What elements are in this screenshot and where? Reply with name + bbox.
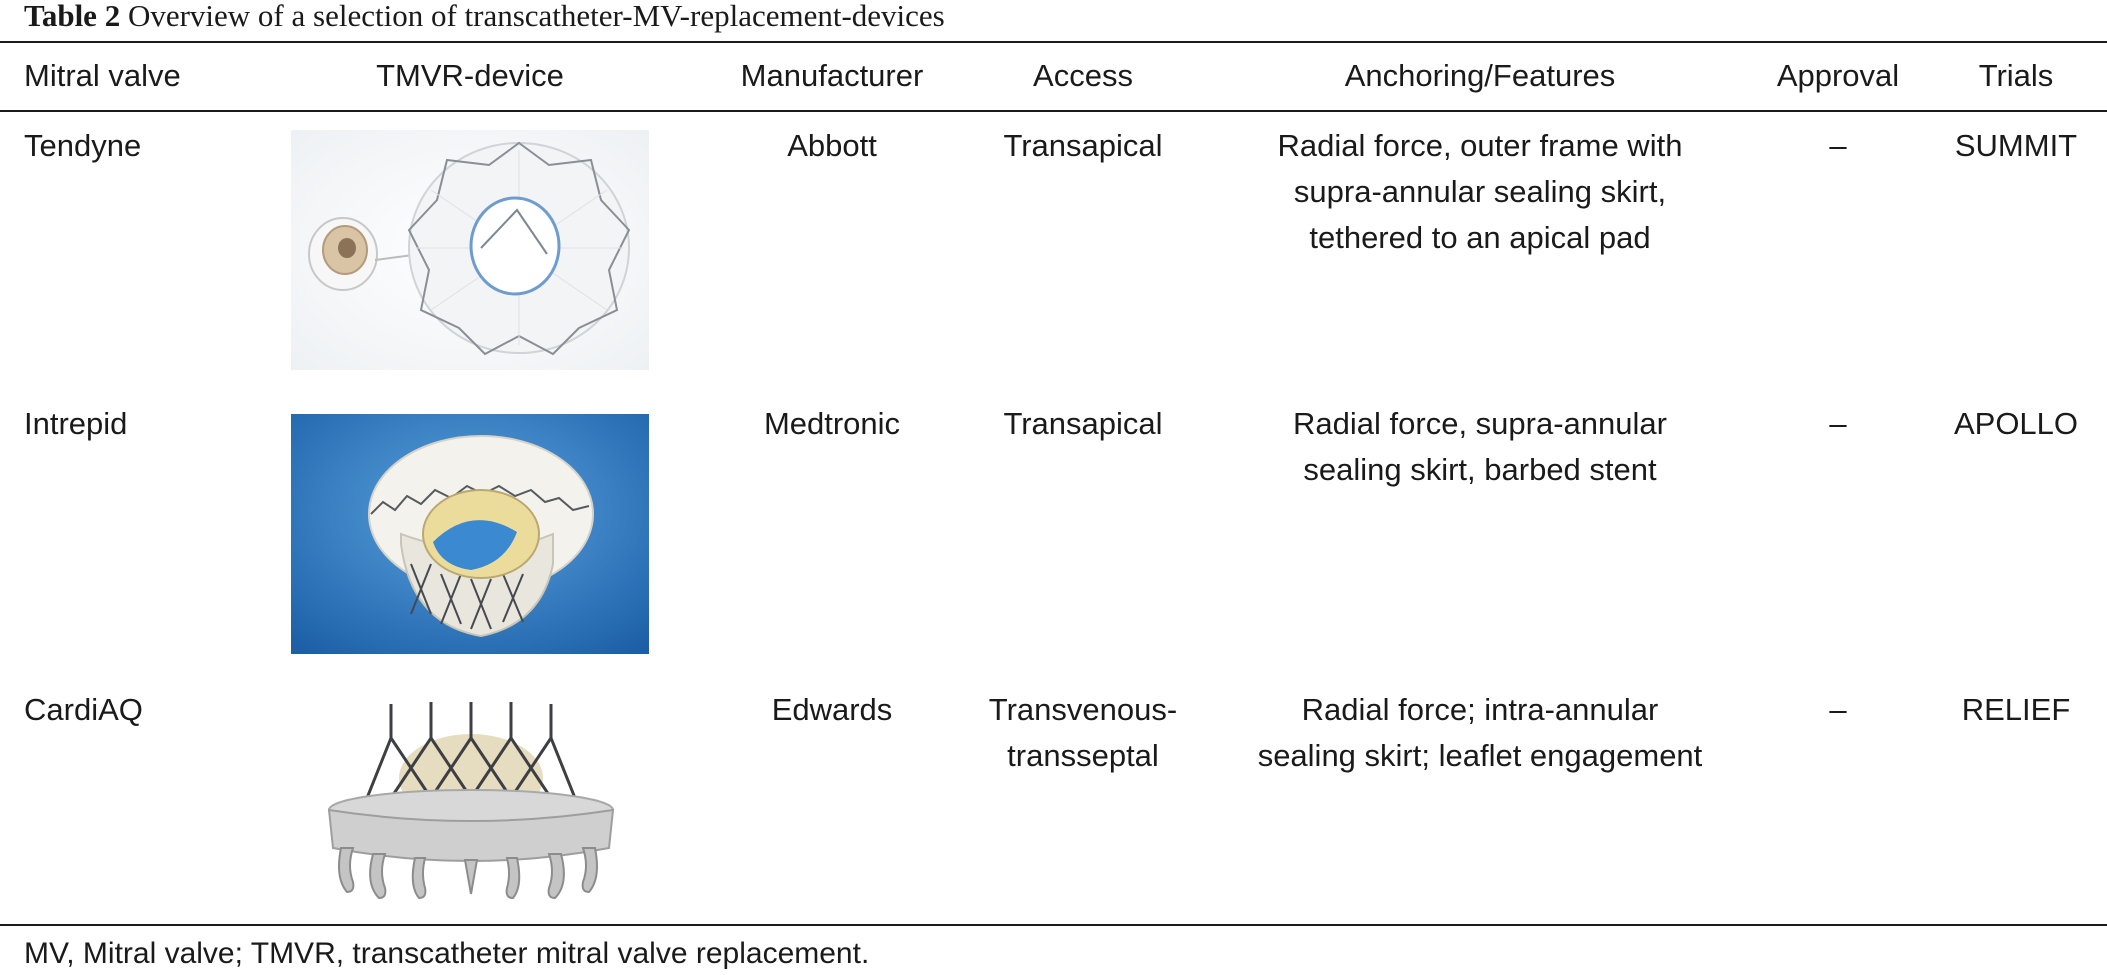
tendyne-valve-image [291, 130, 649, 370]
header-trials: Trials [1978, 58, 2054, 93]
header-access: Access [1033, 58, 1133, 93]
table-caption-text: Overview of a selection of transcatheter… [127, 0, 945, 33]
header-tmvr-device: TMVR-device [376, 58, 564, 93]
cell-trials: SUMMIT [1954, 128, 2078, 163]
intrepid-valve-image [291, 414, 649, 654]
header-mitral-valve: Mitral valve [24, 58, 181, 93]
table-caption-label: Table 2 [24, 0, 121, 33]
header-anchoring-features: Anchoring/Features [1344, 58, 1616, 93]
cell-approval: – [1829, 692, 1847, 727]
cell-access: Transapical [963, 401, 1203, 447]
cell-anchoring-line: tethered to an apical pad [1309, 220, 1651, 255]
cell-anchoring-line: supra-annular sealing skirt, [1293, 174, 1667, 209]
cell-access-line: Transapical [1003, 128, 1163, 163]
header-approval: Approval [1776, 58, 1900, 93]
cell-anchoring: Radial force, supra-annular sealing skir… [1210, 401, 1750, 493]
cell-anchoring-line: Radial force, outer frame with [1277, 128, 1683, 163]
cell-mitral-valve: Intrepid [24, 406, 128, 441]
cell-anchoring: Radial force, outer frame with supra-ann… [1210, 123, 1750, 261]
cell-manufacturer: Edwards [771, 692, 893, 727]
cell-trials: APOLLO [1953, 406, 2079, 441]
cell-anchoring-line: sealing skirt; leaflet engagement [1257, 738, 1703, 773]
cell-trials: RELIEF [1961, 692, 2071, 727]
cell-approval: – [1829, 128, 1847, 163]
cell-access: Transapical [963, 123, 1203, 169]
table-footnote: MV, Mitral valve; TMVR, transcatheter mi… [24, 937, 870, 970]
cell-access-line: transseptal [1007, 738, 1159, 773]
table-top-rule [0, 41, 2107, 43]
cell-anchoring: Radial force; intra-annular sealing skir… [1210, 687, 1750, 779]
cell-anchoring-line: Radial force, supra-annular [1293, 406, 1667, 441]
cell-approval: – [1829, 406, 1847, 441]
cell-manufacturer: Medtronic [763, 406, 901, 441]
table-bottom-rule [0, 924, 2107, 926]
cell-access: Transvenous- transseptal [963, 687, 1203, 779]
table-caption: Table 2 Overview of a selection of trans… [24, 0, 945, 36]
cell-mitral-valve: Tendyne [24, 128, 142, 163]
cardiaq-valve-image [291, 698, 649, 903]
cell-anchoring-line: sealing skirt, barbed stent [1303, 452, 1657, 487]
cell-manufacturer: Abbott [787, 128, 877, 163]
header-manufacturer: Manufacturer [740, 58, 924, 93]
table-header-rule [0, 110, 2107, 112]
cell-anchoring-line: Radial force; intra-annular [1301, 692, 1659, 727]
cell-access-line: Transapical [1003, 406, 1163, 441]
cell-mitral-valve: CardiAQ [24, 692, 143, 727]
cell-access-line: Transvenous- [988, 692, 1178, 727]
